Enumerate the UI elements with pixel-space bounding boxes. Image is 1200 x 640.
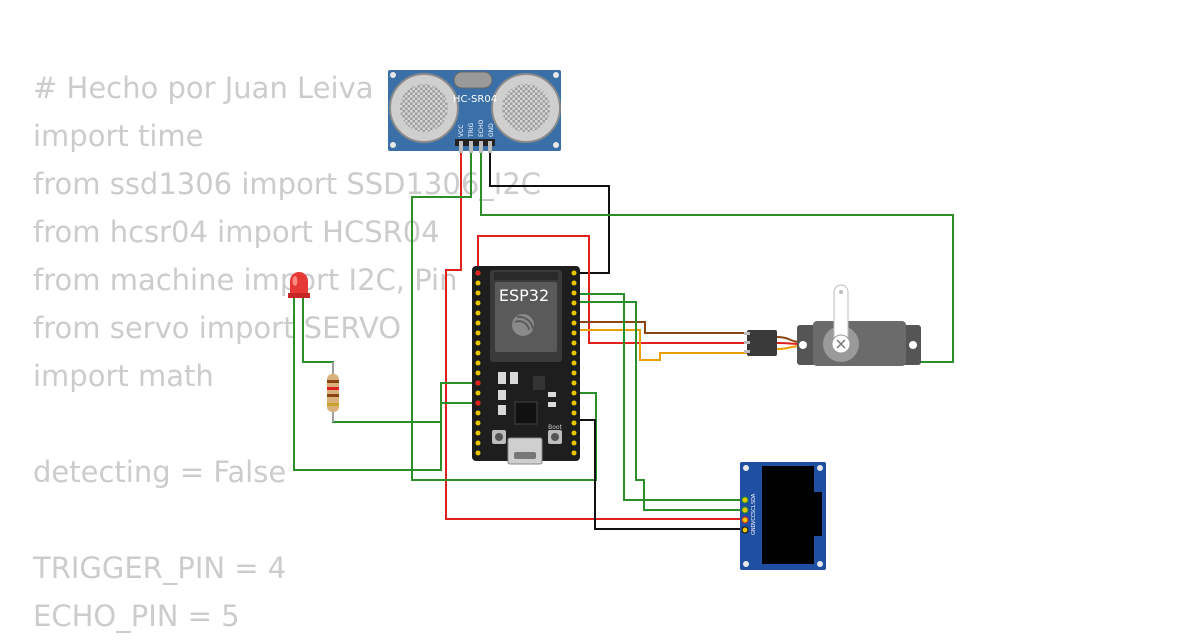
code-line: import time <box>33 119 204 153</box>
board-regulator <box>533 376 545 390</box>
led[interactable] <box>288 272 310 298</box>
sensor-mount-hole <box>390 142 396 148</box>
sensor-pin-labels: VCC TRIG ECHO GND <box>458 120 495 138</box>
sensor-mount-hole <box>553 72 559 78</box>
oled-mount-hole <box>743 465 749 471</box>
code-line: from machine import I2C, Pin <box>33 263 458 297</box>
code-editor-background: # Hecho por Juan Leiva import time from ss… <box>33 64 541 640</box>
sensor-pin-label: TRIG <box>468 122 475 138</box>
sensor-pin-label: ECHO <box>478 120 485 137</box>
sensor-mesh-left <box>400 84 448 132</box>
code-line: detecting = False <box>33 455 287 489</box>
board-component <box>548 402 556 407</box>
board-component <box>498 372 506 384</box>
code-line: from servo import SERVO <box>33 311 402 345</box>
oled-pin-label: SDA <box>751 493 757 504</box>
sensor-pin-gnd[interactable] <box>488 141 492 153</box>
resistor[interactable] <box>327 374 339 412</box>
wire-oled-scl[interactable] <box>578 293 744 501</box>
wire-servo-gnd[interactable] <box>578 321 748 334</box>
servo-screw-icon <box>836 339 846 349</box>
board-component <box>548 392 556 397</box>
oled-pin-gnd[interactable] <box>741 526 749 534</box>
led-body <box>290 272 308 296</box>
oled-pin-scl[interactable] <box>741 506 749 514</box>
boot-label: Boot <box>548 424 562 431</box>
resistor-band <box>327 380 339 383</box>
sensor-pin-vcc[interactable] <box>459 141 463 153</box>
code-line: from hcsr04 import HCSR04 <box>33 215 440 249</box>
board-component <box>510 372 518 384</box>
oled-ribbon <box>814 492 822 536</box>
wifi-antenna <box>494 272 558 280</box>
code-line: # Hecho por Juan Leiva <box>33 71 374 105</box>
code-line: from ssd1306 import SSD1306_I2C <box>33 167 542 201</box>
boot-button-cap <box>551 433 559 441</box>
resistor-band <box>327 387 339 390</box>
wire-sensor-gnd[interactable] <box>489 152 610 274</box>
board-right-header <box>571 270 577 456</box>
led-highlight <box>292 276 298 286</box>
resistor-band <box>327 394 339 397</box>
usb-opening <box>514 452 536 459</box>
sensor-crystal <box>453 71 493 89</box>
wire-sensor-echo[interactable] <box>480 152 954 363</box>
sensor-header <box>455 139 495 146</box>
oled-pins <box>741 496 749 534</box>
code-line: TRIGGER_PIN = 4 <box>33 551 287 585</box>
board-component <box>498 390 506 400</box>
servo-connector <box>747 330 777 356</box>
oled-pin-label: GND <box>751 523 757 535</box>
oled-mount-hole <box>743 561 749 567</box>
oled-display[interactable]: GND VCC SCL SDA <box>740 462 826 570</box>
sensor-pin-echo[interactable] <box>479 141 483 153</box>
wire-led-anode[interactable] <box>293 298 478 471</box>
oled-mount-hole <box>817 465 823 471</box>
wire-sensor-vcc[interactable] <box>445 152 744 520</box>
espressif-logo-icon <box>512 314 534 336</box>
sensor-mount-hole <box>553 142 559 148</box>
code-line: ECHO_PIN = 5 <box>33 599 240 633</box>
reset-button-cap <box>495 433 503 441</box>
sensor-pin-label: VCC <box>458 125 465 137</box>
board-chip <box>514 401 538 425</box>
board-left-header <box>475 270 481 456</box>
servo-horn <box>833 284 849 345</box>
wires <box>293 152 954 530</box>
servo-horn-hole <box>839 290 843 294</box>
wire-oled-sda[interactable] <box>578 301 744 511</box>
resistor-band <box>327 403 339 406</box>
wire-power-loop[interactable] <box>477 235 748 344</box>
servo-motor[interactable] <box>744 284 921 366</box>
usb-port <box>507 437 543 465</box>
servo-cable <box>776 336 801 350</box>
board-connected-pins <box>475 270 481 406</box>
led-base <box>288 293 310 298</box>
sensor-mesh-right <box>502 84 550 132</box>
wire-servo-signal[interactable] <box>578 329 748 361</box>
sensor-pin-label: GND <box>488 123 495 137</box>
oled-pin-label: VCC <box>751 513 757 524</box>
oled-pin-labels: GND VCC SCL SDA <box>751 493 757 535</box>
ultrasonic-sensor[interactable]: HC-SR04 VCC TRIG ECHO GND <box>388 70 561 153</box>
board-name-label: ESP32 <box>499 286 549 305</box>
servo-mount-hole <box>909 341 917 349</box>
esp32-board[interactable]: ESP32 Boot <box>472 266 580 465</box>
oled-pin-label: SCL <box>751 504 757 514</box>
servo-connector-pins <box>744 332 750 353</box>
oled-mount-hole <box>817 561 823 567</box>
wire-sensor-trig[interactable] <box>411 152 597 481</box>
sensor-model-label: HC-SR04 <box>453 94 497 105</box>
board-component <box>498 405 506 415</box>
wire-oled-gnd[interactable] <box>578 419 744 530</box>
oled-pin-vcc[interactable] <box>741 516 749 524</box>
sensor-mount-hole <box>390 72 396 78</box>
code-line: import math <box>33 359 214 393</box>
servo-mount-hole <box>799 341 807 349</box>
oled-screen <box>762 466 814 564</box>
oled-pin-sda[interactable] <box>741 496 749 504</box>
sensor-pin-trig[interactable] <box>469 141 473 153</box>
resistor-body <box>327 374 339 412</box>
